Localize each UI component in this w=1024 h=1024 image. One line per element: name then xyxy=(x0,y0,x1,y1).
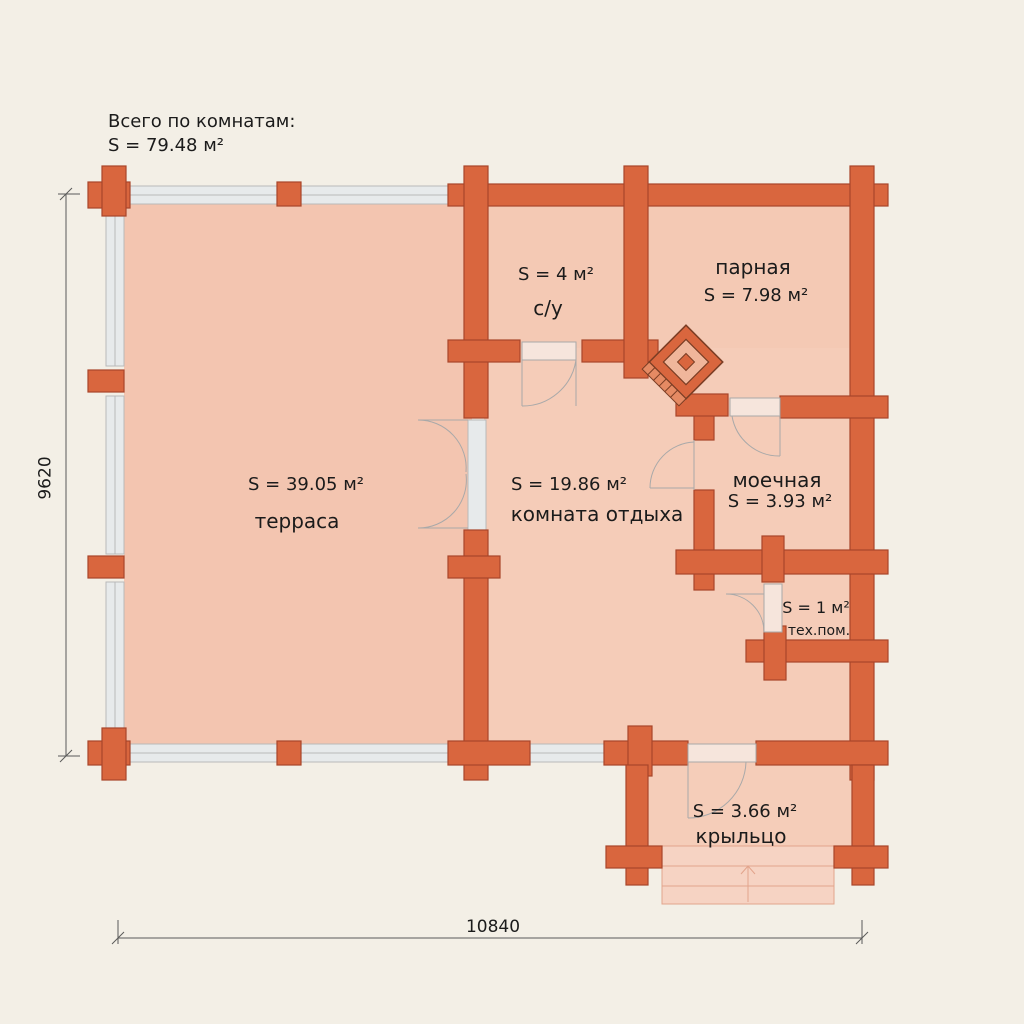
wall xyxy=(693,489,715,591)
wall xyxy=(779,395,889,419)
wall xyxy=(447,183,889,207)
wall xyxy=(87,555,125,579)
window xyxy=(467,419,487,531)
wall xyxy=(276,740,302,766)
height-dimension-label: 9620 xyxy=(35,456,56,500)
wash-room-area: S = 3.93 м² xyxy=(727,491,833,512)
wall xyxy=(763,625,787,681)
summary-title: Всего по комнатам: xyxy=(108,111,296,132)
wc-area: S = 4 м² xyxy=(518,264,594,285)
width-dimension-label: 10840 xyxy=(465,917,521,937)
wall xyxy=(463,165,489,419)
porch-steps xyxy=(661,845,835,905)
wall xyxy=(605,845,663,869)
walls xyxy=(87,165,889,886)
wall xyxy=(101,165,127,217)
wc-floor xyxy=(484,200,632,348)
summary-total-area: S = 79.48 м² xyxy=(108,135,224,156)
wall xyxy=(447,555,501,579)
porch-name: крыльцо xyxy=(695,824,787,848)
wall xyxy=(87,369,125,393)
doors xyxy=(417,341,783,819)
terrace-area: S = 39.05 м² xyxy=(248,474,364,495)
rest-room-name: комната отдыха xyxy=(510,502,684,526)
terrace-name: терраса xyxy=(254,509,340,533)
terrace-floor xyxy=(124,201,472,748)
dimension-lines xyxy=(58,187,869,945)
steam-room-name: парная xyxy=(715,255,791,279)
wc-name: с/у xyxy=(533,296,563,320)
stove-icon xyxy=(641,324,724,407)
wall xyxy=(761,535,785,583)
wall xyxy=(623,165,649,379)
porch-floor xyxy=(640,752,858,860)
door-steam xyxy=(729,397,781,457)
wall xyxy=(755,740,889,766)
wall xyxy=(675,393,729,417)
wall xyxy=(276,181,302,207)
tech-room-area: S = 1 м² xyxy=(782,598,850,617)
door-wash xyxy=(649,440,695,490)
steam-room-area: S = 7.98 м² xyxy=(703,285,809,306)
wall xyxy=(101,727,127,781)
rest-room-area: S = 19.86 м² xyxy=(511,474,627,495)
wall xyxy=(833,845,889,869)
wall xyxy=(447,339,521,363)
windows xyxy=(105,185,871,829)
wall xyxy=(849,165,875,781)
door-terrace-double xyxy=(417,419,468,529)
wall xyxy=(447,740,531,766)
porch-area: S = 3.66 м² xyxy=(692,801,798,822)
door-wc xyxy=(521,341,577,407)
tech-room-name: тех.пом. xyxy=(787,623,851,639)
door-porch xyxy=(687,743,757,819)
door-tech xyxy=(725,583,783,633)
wash-room-name: моечная xyxy=(732,468,822,492)
